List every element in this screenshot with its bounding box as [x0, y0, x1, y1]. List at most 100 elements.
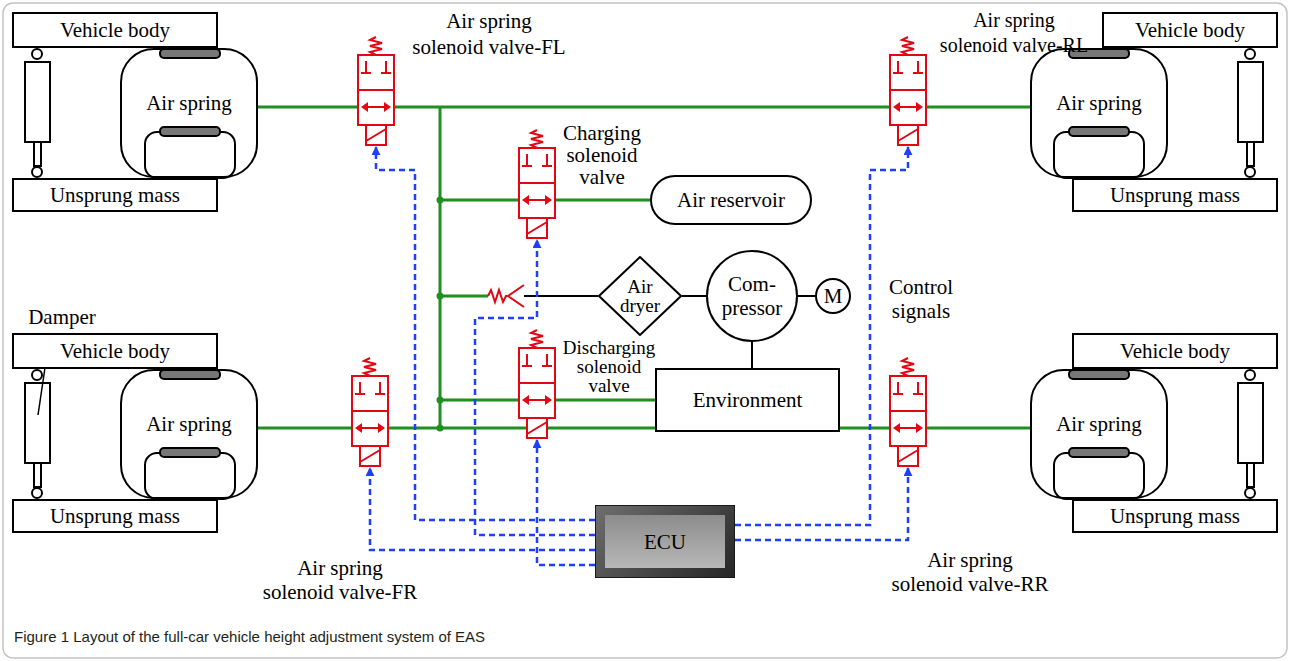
- pipe-junction: [437, 293, 444, 300]
- block-box: Unsprung mass: [1072, 178, 1278, 212]
- control-signal-line: [370, 147, 908, 565]
- damper-symbol: [1245, 167, 1255, 177]
- air-spring: Air spring: [120, 48, 258, 178]
- round-node: M: [815, 278, 851, 314]
- solenoid-valve: [358, 37, 394, 145]
- air-spring-piston: [1054, 49, 1144, 178]
- air-spring-piston: [1069, 370, 1129, 379]
- connector-line: [798, 295, 815, 297]
- valve-label: Air spring solenoid valve-FL: [400, 8, 578, 60]
- damper-symbol: [25, 370, 50, 498]
- damper-symbol: [1247, 463, 1254, 487]
- damper-symbol: [25, 62, 50, 142]
- pipe-junction: [437, 397, 444, 404]
- connector-line: [751, 342, 753, 368]
- damper-symbol: [25, 383, 50, 463]
- block-box: Unsprung mass: [12, 178, 218, 212]
- air-spring: Air spring: [1030, 369, 1168, 499]
- diamond-shape: [599, 257, 681, 335]
- pipe-junction: [437, 425, 444, 432]
- node-text: Air dryer: [615, 277, 665, 315]
- damper-symbol: [1247, 142, 1254, 166]
- damper-symbol: [32, 49, 42, 59]
- block-box: Unsprung mass: [1072, 499, 1278, 533]
- node-text: Vehicle body: [1120, 339, 1230, 363]
- valve-label: Discharging solenoid valve: [559, 338, 659, 395]
- solenoid-valve: [352, 358, 388, 466]
- solenoid-valve: [519, 330, 555, 438]
- check-valve: [488, 290, 508, 302]
- air-spring-piston: [160, 127, 220, 136]
- valve-label: Charging solenoid valve: [557, 122, 647, 188]
- damper-symbol: [34, 142, 41, 166]
- air-spring: Air spring: [1030, 48, 1168, 178]
- damper-symbol: [1245, 370, 1255, 380]
- part-label: Damper: [22, 305, 102, 329]
- air-spring: Air spring: [120, 369, 258, 499]
- node-text: Unsprung mass: [50, 504, 180, 528]
- control-signal-line: [475, 240, 595, 535]
- solenoid-valve: [519, 130, 555, 238]
- block-box: Environment: [655, 368, 840, 432]
- check-valve: [508, 285, 524, 307]
- control-signal-line: [735, 468, 908, 540]
- valve-label: Air spring solenoid valve-FR: [250, 556, 430, 604]
- figure-caption: Figure 1 Layout of the full-car vehicle …: [14, 628, 485, 645]
- control-signal-line: [370, 468, 595, 550]
- control-signal-line: [376, 147, 595, 520]
- dryer-diamond: Air dryer: [598, 256, 682, 336]
- node-text: Air spring: [146, 412, 232, 436]
- damper-symbol: [25, 49, 1263, 498]
- node-text: M: [824, 284, 843, 308]
- damper-symbol: [1245, 488, 1255, 498]
- dryer-line: [524, 295, 598, 297]
- node-text: Air spring: [1056, 412, 1142, 436]
- air-spring-piston: [1054, 453, 1144, 499]
- damper-symbol: [25, 49, 50, 177]
- check-valve: [488, 285, 524, 307]
- air-spring-piston: [145, 49, 235, 178]
- air-spring-piston: [160, 49, 220, 58]
- connector-line: [682, 295, 706, 297]
- reservoir-box: Air reservoir: [650, 175, 812, 225]
- node-text: Vehicle body: [1135, 18, 1245, 42]
- node-text: Com- pressor: [717, 272, 787, 320]
- air-pipe: [440, 295, 488, 298]
- node-text: Air reservoir: [677, 188, 785, 212]
- round-node: Com- pressor: [706, 250, 798, 342]
- block-box: Vehicle body: [1072, 333, 1278, 369]
- damper-symbol: [1245, 49, 1255, 59]
- air-spring-piston: [1054, 132, 1144, 178]
- pipe-junction: [437, 197, 444, 204]
- node-text: Environment: [693, 388, 803, 412]
- block-box: Vehicle body: [12, 333, 218, 369]
- air-spring-piston: [160, 448, 220, 457]
- air-spring-piston: [1054, 370, 1144, 499]
- solenoid-valve: [352, 37, 926, 466]
- solenoid-valve: [890, 37, 926, 145]
- figure-frame: [3, 3, 1287, 658]
- air-spring-piston: [145, 370, 235, 499]
- control-signal-line: [537, 440, 595, 565]
- node-text: Unsprung mass: [1110, 504, 1240, 528]
- block-box: Unsprung mass: [12, 499, 218, 533]
- damper-symbol: [1238, 49, 1263, 177]
- air-spring-piston: [145, 453, 235, 499]
- valve-label: Air spring solenoid valve-RR: [880, 548, 1060, 596]
- block-box: Vehicle body: [1102, 12, 1278, 48]
- node-text: Air spring: [146, 91, 232, 115]
- air-spring-piston: [160, 370, 220, 379]
- damper-symbol: [32, 370, 42, 380]
- ecu-box: ECU: [595, 505, 735, 578]
- damper-symbol: [34, 463, 41, 487]
- damper-symbol: [1238, 370, 1263, 498]
- damper-symbol: [1238, 383, 1263, 463]
- air-spring-piston: [1069, 127, 1129, 136]
- air-spring-piston: [145, 132, 235, 178]
- node-text: Unsprung mass: [50, 183, 180, 207]
- block-box: Vehicle body: [12, 12, 218, 48]
- valve-label: Air spring solenoid valve-RL: [930, 8, 1098, 58]
- air-pipe: [439, 107, 442, 428]
- node-text: Unsprung mass: [1110, 183, 1240, 207]
